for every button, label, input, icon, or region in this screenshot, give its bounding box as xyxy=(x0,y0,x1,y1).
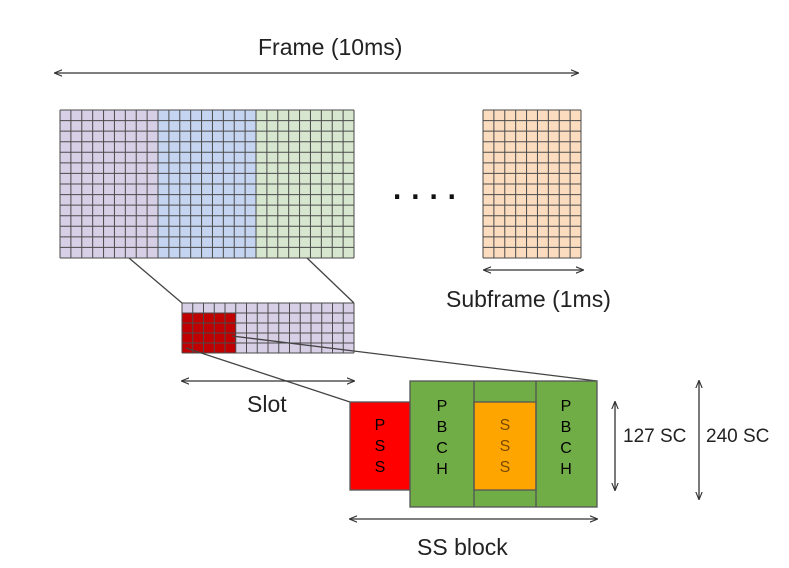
grids-layer xyxy=(59,109,582,354)
sss-letter: S xyxy=(499,437,511,455)
zoom-lines-layer xyxy=(128,257,598,403)
sss-letter: S xyxy=(499,416,511,434)
ss-block-label: SS block xyxy=(417,534,508,560)
pbch-left-letter: H xyxy=(436,461,448,478)
arrows-layer xyxy=(55,73,699,519)
pbch-right-letter: B xyxy=(560,419,572,436)
subframe-grid xyxy=(482,109,582,259)
slot-grid xyxy=(181,302,355,354)
pss-letter: S xyxy=(374,437,386,455)
ss-block-layer xyxy=(349,380,598,508)
sss-letter: S xyxy=(499,458,511,476)
frame-grid xyxy=(59,109,355,259)
sc-127-label: 127 SC xyxy=(623,426,687,447)
sc-240-label: 240 SC xyxy=(706,426,770,447)
pbch-left-letter: P xyxy=(436,398,448,415)
pbch-right-letter: C xyxy=(560,440,572,457)
pbch-left-letter: B xyxy=(436,419,448,436)
sss-block xyxy=(473,401,537,491)
zoom-line-frame-left xyxy=(128,257,183,304)
pbch-right-letter: P xyxy=(560,398,572,415)
ellipsis: .... xyxy=(391,160,464,209)
pss-block xyxy=(349,401,411,491)
subframe-label: Subframe (1ms) xyxy=(446,286,611,312)
frame-label: Frame (10ms) xyxy=(258,34,403,60)
pss-letter: P xyxy=(374,416,386,434)
pss-letter: S xyxy=(374,458,386,476)
pbch-right-letter: H xyxy=(560,461,572,478)
slot-label: Slot xyxy=(247,391,287,417)
zoom-line-slot-lower xyxy=(185,347,351,403)
zoom-line-slot-upper xyxy=(231,335,598,382)
pbch-left-letter: C xyxy=(436,440,448,457)
zoom-line-frame-right xyxy=(306,257,355,304)
